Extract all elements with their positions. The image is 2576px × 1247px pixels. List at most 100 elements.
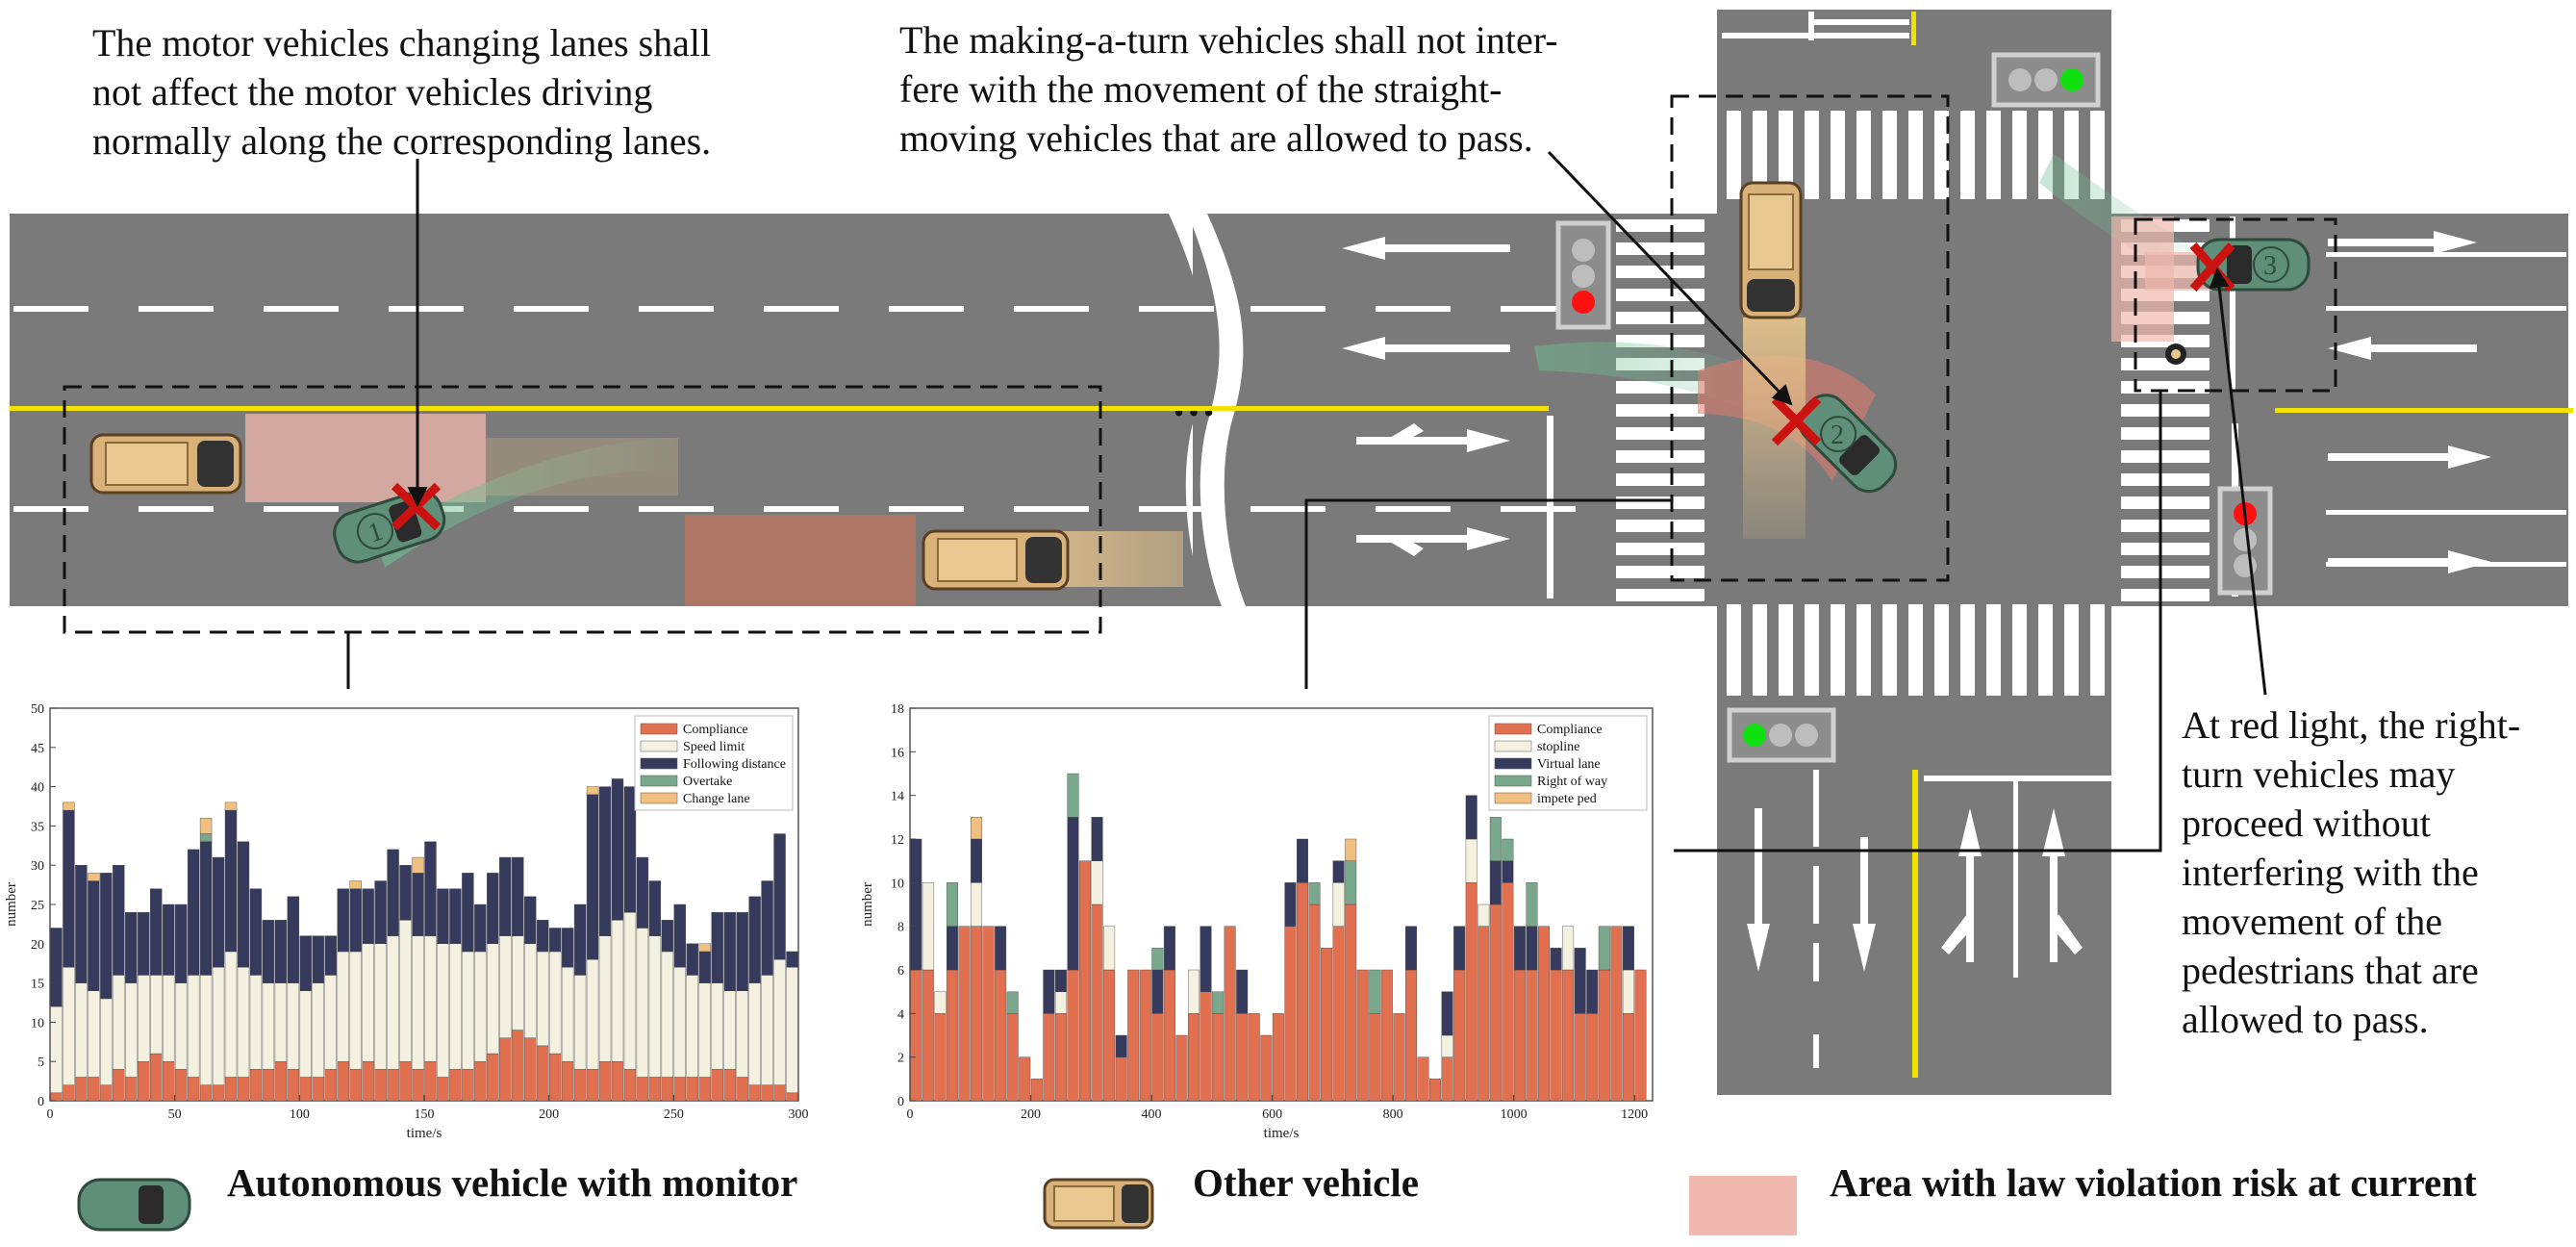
y-tick-label: 6: [897, 964, 904, 979]
bar-segment: [946, 969, 958, 1102]
bar-segment: [995, 926, 1007, 971]
legend-risk-swatch: [1689, 1176, 1797, 1235]
bar-segment: [761, 880, 773, 976]
bar-segment: [922, 969, 934, 1102]
bar-segment: [100, 1084, 113, 1102]
bar-segment: [462, 1069, 474, 1102]
crosswalk-stripe: [1616, 589, 1705, 601]
bar-segment: [1526, 882, 1538, 927]
bar-segment: [1562, 969, 1575, 1102]
bar-segment: [661, 920, 674, 953]
crosswalk-stripe: [1616, 543, 1705, 555]
bar-segment: [971, 926, 983, 1102]
bar-segment: [1067, 817, 1079, 971]
bar-segment: [1526, 926, 1538, 971]
bar-segment: [1502, 860, 1514, 883]
x-tick-label: 400: [1142, 1107, 1162, 1122]
bar-segment: [548, 951, 562, 1055]
y-tick-label: 18: [891, 702, 904, 717]
bar-segment: [63, 809, 75, 968]
bar-segment: [636, 856, 649, 929]
bar-segment: [711, 982, 723, 1070]
other-vehicle-icon: [89, 433, 242, 495]
bar-segment: [673, 1077, 686, 1102]
y-tick-label: 0: [897, 1095, 904, 1109]
bar-segment: [971, 882, 983, 927]
y-tick-label: 25: [31, 899, 44, 913]
bar-segment: [1151, 1013, 1164, 1102]
other-vehicle-icon: [1739, 181, 1803, 319]
bar-segment: [1236, 969, 1249, 1014]
y-tick-label: 14: [891, 790, 904, 804]
legend-swatch: [640, 775, 678, 787]
crosswalk-stripe: [1616, 266, 1705, 278]
bar-segment: [199, 818, 213, 834]
bar-segment: [1212, 991, 1225, 1014]
legend-risk-label: Area with law violation risk at current: [1830, 1160, 2477, 1205]
bar-segment: [1067, 969, 1079, 1102]
bar-segment: [1054, 969, 1067, 992]
bar-segment: [1163, 969, 1175, 1102]
bar-segment: [1393, 1013, 1405, 1102]
bar-segment: [524, 896, 537, 944]
bar-segment: [537, 951, 549, 1047]
bar-segment: [1054, 1013, 1067, 1102]
bar-segment: [187, 849, 200, 976]
bar-segment: [387, 1069, 399, 1102]
y-tick-label: 45: [31, 742, 44, 756]
bar-segment: [1356, 969, 1369, 1102]
direction-arrows: [1342, 231, 2491, 972]
bar-segment: [162, 1061, 175, 1102]
bar-segment: [673, 967, 686, 1078]
bar-segment: [187, 1077, 200, 1102]
bar-segment: [88, 880, 100, 991]
bar-segment: [648, 1077, 662, 1102]
center-line: [10, 406, 1549, 411]
crosswalk-stripe: [1908, 604, 1923, 696]
crosswalk-stripe: [1805, 111, 1819, 199]
bar-segment: [312, 982, 324, 1078]
y-tick-label: 30: [31, 859, 44, 874]
bar-segment: [1260, 1034, 1273, 1102]
bar-segment: [598, 935, 612, 1062]
bar-segment: [1586, 969, 1599, 1014]
bar-segment: [337, 951, 349, 1062]
lane-dash: [1501, 306, 1576, 312]
bar-segment: [125, 911, 138, 983]
y-tick-label: 20: [31, 938, 44, 953]
bar-segment: [648, 935, 662, 1078]
bar-segment: [1115, 1056, 1127, 1102]
bar-segment: [910, 969, 922, 1102]
crosswalk-stripe: [2090, 111, 2105, 199]
bar-segment: [1308, 903, 1321, 1102]
bar-segment: [1417, 1056, 1429, 1102]
bar-segment: [573, 903, 587, 976]
bar-segment: [1622, 926, 1634, 971]
crosswalk-stripe: [1986, 604, 2001, 696]
crosswalk-stripe: [2121, 427, 2210, 440]
bar-segment: [237, 841, 250, 968]
lane-dash: [389, 306, 464, 312]
bar-segment: [424, 935, 437, 1062]
bar-segment: [1610, 926, 1623, 1102]
violation-x-icon: [1771, 395, 1822, 446]
crosswalk-stripe: [1805, 604, 1819, 696]
crosswalk-stripe: [2121, 450, 2210, 463]
bar-segment: [1321, 948, 1333, 1102]
crosswalk-stripe: [1616, 219, 1705, 232]
bar-segment: [1574, 948, 1586, 1014]
legend-swatch: [1494, 792, 1532, 804]
bar-segment: [648, 880, 662, 936]
bar-segment: [1538, 926, 1551, 1102]
marker-2: 2: [1831, 420, 1844, 450]
bar-segment: [299, 935, 313, 991]
bar-segment: [150, 975, 163, 1055]
bar-segment: [636, 928, 649, 1078]
x-tick-label: 50: [168, 1107, 182, 1122]
bar-segment: [736, 911, 748, 991]
lane-dash: [139, 306, 214, 312]
legend-entry: Compliance: [1537, 723, 1603, 737]
crosswalk-stripe: [2038, 604, 2053, 696]
bar-segment: [982, 926, 995, 1102]
